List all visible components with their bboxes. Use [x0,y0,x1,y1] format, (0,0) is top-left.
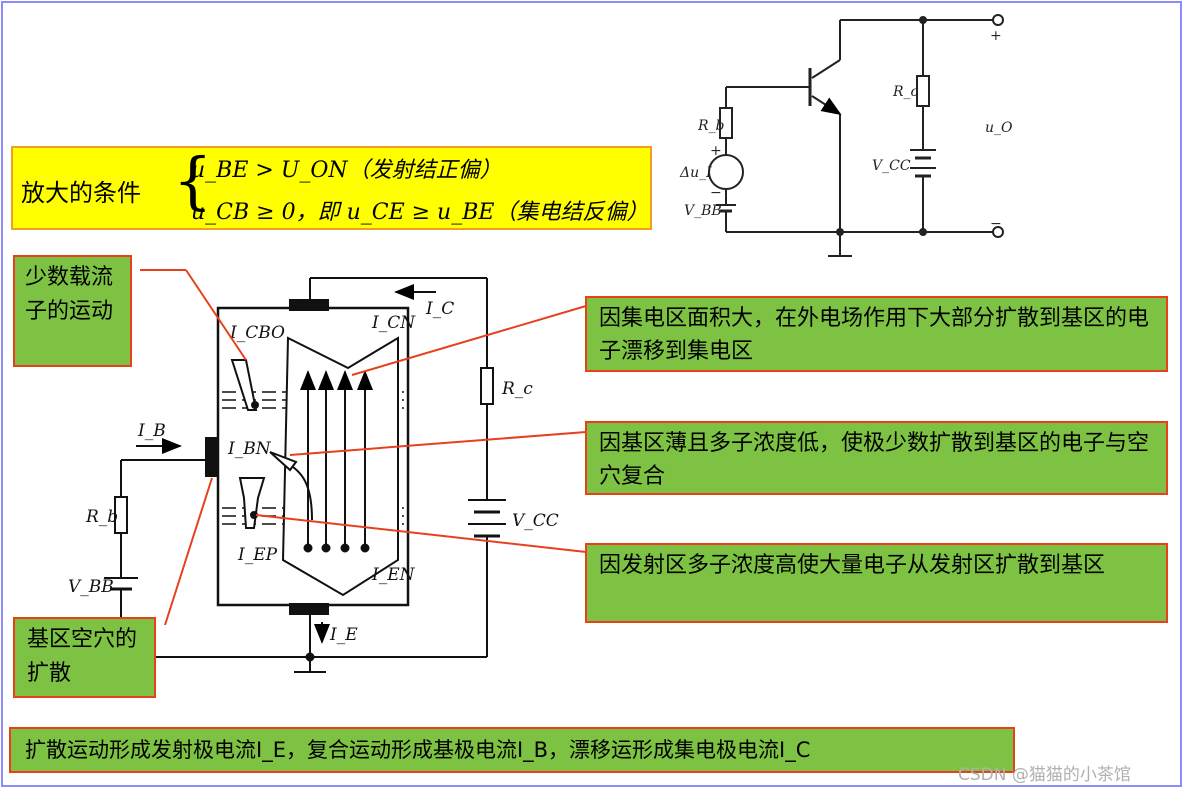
note-minority-carrier: 少数载流子的运动 [13,255,132,367]
transistor-structure [104,277,506,673]
output-minus-label: − [990,216,1002,232]
main-rc-label: R_c [501,379,533,399]
top-vbb-label: V_BB [684,203,722,219]
icn-label: I_CN [371,313,416,333]
ie-label: I_E [329,625,358,645]
amplification-condition-box: 放大的条件 { u_BE > U_ON（发射结正偏） u_CB ≥ 0，即 u_… [11,146,652,230]
summary-footer: 扩散运动形成发射极电流I_E，复合运动形成基极电流I_B，漂移运形成集电极电流I… [9,727,1015,773]
condition-lead: 放大的条件 [21,179,141,207]
condition-line-1: u_BE > U_ON（发射结正偏） [191,158,502,183]
main-rb-label: R_b [85,507,118,527]
main-vbb-label: V_BB [68,577,114,597]
callout-lines [140,269,587,626]
ib-label: I_B [137,421,166,441]
source-minus-label: − [710,185,722,201]
iep-label: I_EP [237,545,278,565]
note-base-recombination: 因基区薄且多子浓度低，使极少数扩散到基区的电子与空穴复合 [585,421,1168,495]
csdn-watermark: CSDN @猫猫的小茶馆 [958,765,1131,785]
main-vcc-label: V_CC [512,511,559,531]
note-emitter-diffusion: 因发射区多子浓度高使大量电子从发射区扩散到基区 [585,543,1168,623]
condition-line-2: u_CB ≥ 0，即 u_CE ≥ u_BE（集电结反偏） [191,200,649,225]
note-base-hole-diffusion: 基区空穴的扩散 [13,617,156,698]
top-uo-label: u_O [985,120,1013,136]
ic-label: I_C [425,299,454,319]
source-plus-label: + [710,143,722,159]
ibn-label: I_BN [227,439,272,459]
small-amplifier-circuit [708,14,1004,257]
output-plus-label: + [990,28,1002,44]
top-rc-label: R_c [892,84,919,100]
top-delta-ui-label: Δu_I [679,165,712,181]
icbo-label: I_CBO [229,323,285,343]
top-rb-label: R_b [697,118,725,134]
condition-brace: { [173,144,213,217]
note-collector-drift: 因集电区面积大，在外电场作用下大部分扩散到基区的电子漂移到集电区 [585,296,1168,372]
ien-label: I_EN [371,565,416,585]
top-vcc-label: V_CC [872,158,911,174]
